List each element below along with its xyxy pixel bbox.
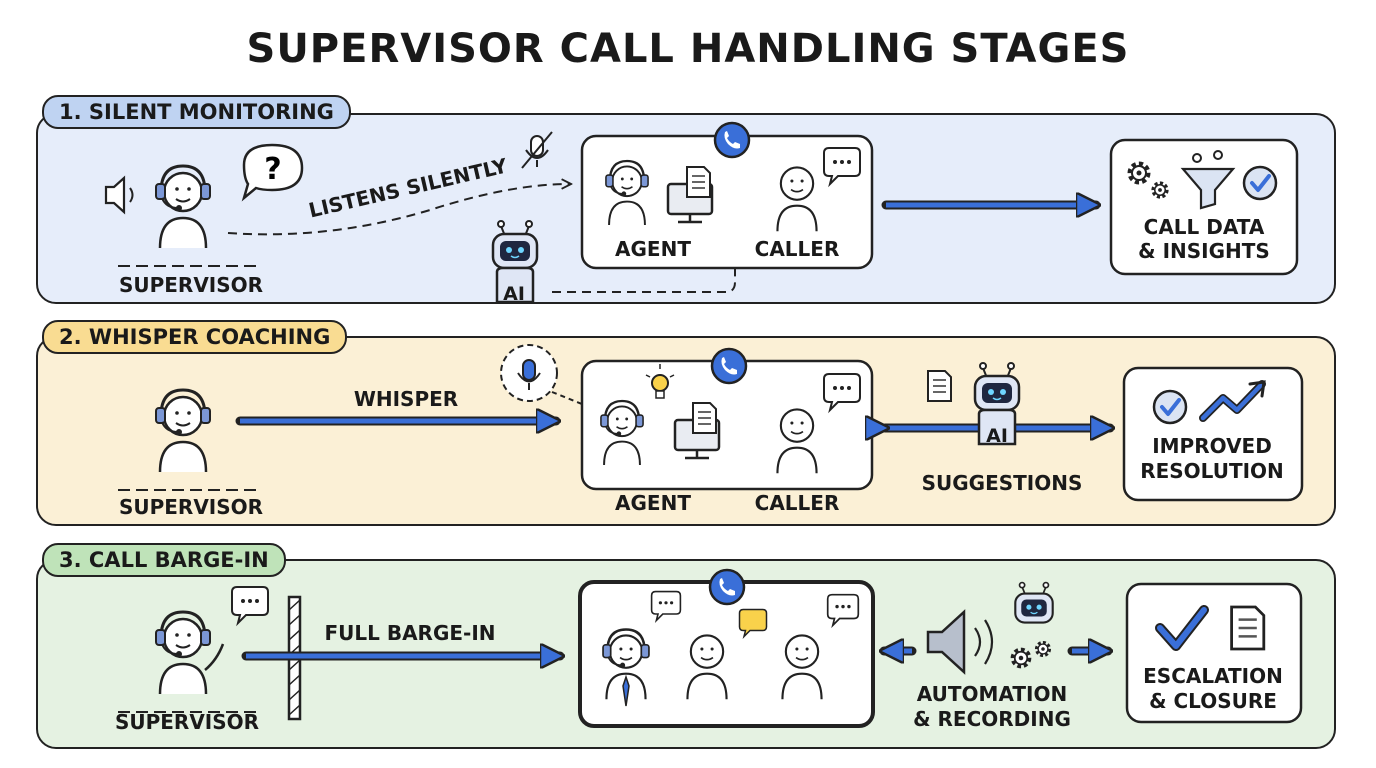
supervisor-figure [154, 610, 225, 696]
agent-label: AGENT [615, 237, 691, 261]
middle-label: SUGGESTIONS [921, 471, 1083, 495]
supervisor-label: SUPERVISOR [118, 273, 264, 297]
phone-icon [708, 568, 746, 606]
middle-line2: & RECORDING [913, 707, 1071, 731]
funnel-icon [1180, 150, 1236, 210]
stage-2-label: 2. WHISPER COACHING [42, 320, 348, 354]
outcome-line2: RESOLUTION [1140, 459, 1284, 483]
trend-arrow-icon [1200, 381, 1265, 421]
gears-icon [1013, 640, 1052, 666]
chat-bubble-icon [738, 608, 768, 639]
muted-mic-icon [521, 131, 553, 169]
document-icon [686, 166, 711, 198]
stage-1-label: 1. SILENT MONITORING [42, 95, 351, 129]
ai-label: AI [986, 425, 1008, 447]
outcome-line1: ESCALATION [1143, 664, 1283, 688]
action-label: FULL BARGE-IN [324, 621, 496, 645]
mic-icon [500, 344, 583, 405]
document-icon [927, 370, 952, 402]
robot-icon [491, 219, 539, 304]
listen-dashed-arrow [227, 184, 570, 236]
question-bubble-icon: ? [241, 143, 304, 202]
phone-icon [713, 121, 751, 159]
robot-icon [1014, 581, 1054, 624]
caller-label: CALLER [754, 491, 840, 515]
speaker-icon [104, 175, 134, 215]
outcome-line2: & INSIGHTS [1138, 239, 1270, 263]
ai-label: AI [503, 283, 525, 305]
phone-icon [710, 347, 748, 385]
outcome-line2: & CLOSURE [1149, 689, 1277, 713]
check-icon [1152, 389, 1188, 425]
action-label: WHISPER [353, 387, 459, 411]
supervisor-label: SUPERVISOR [114, 710, 260, 734]
middle-line1: AUTOMATION [916, 682, 1068, 706]
svg-text:?: ? [264, 152, 281, 187]
agent-label: AGENT [615, 491, 691, 515]
supervisor-figure [154, 164, 212, 250]
speaker-icon [926, 609, 994, 675]
document-icon [692, 402, 717, 434]
check-icon [1242, 165, 1278, 201]
document-icon [1230, 605, 1266, 651]
diagram-title: SUPERVISOR CALL HANDLING STAGES [246, 26, 1130, 72]
stage-3-label: 3. CALL BARGE-IN [42, 543, 286, 577]
outcome-line1: CALL DATA [1143, 215, 1265, 239]
chat-bubble-icon [231, 586, 269, 624]
check-icon [1157, 607, 1207, 649]
supervisor-label: SUPERVISOR [118, 495, 264, 519]
lightbulb-icon [645, 364, 675, 399]
supervisor-figure [154, 388, 212, 474]
agent-figure [601, 628, 651, 707]
outcome-line1: IMPROVED [1152, 434, 1272, 458]
caller-label: CALLER [754, 237, 840, 261]
robot-icon [973, 361, 1021, 446]
